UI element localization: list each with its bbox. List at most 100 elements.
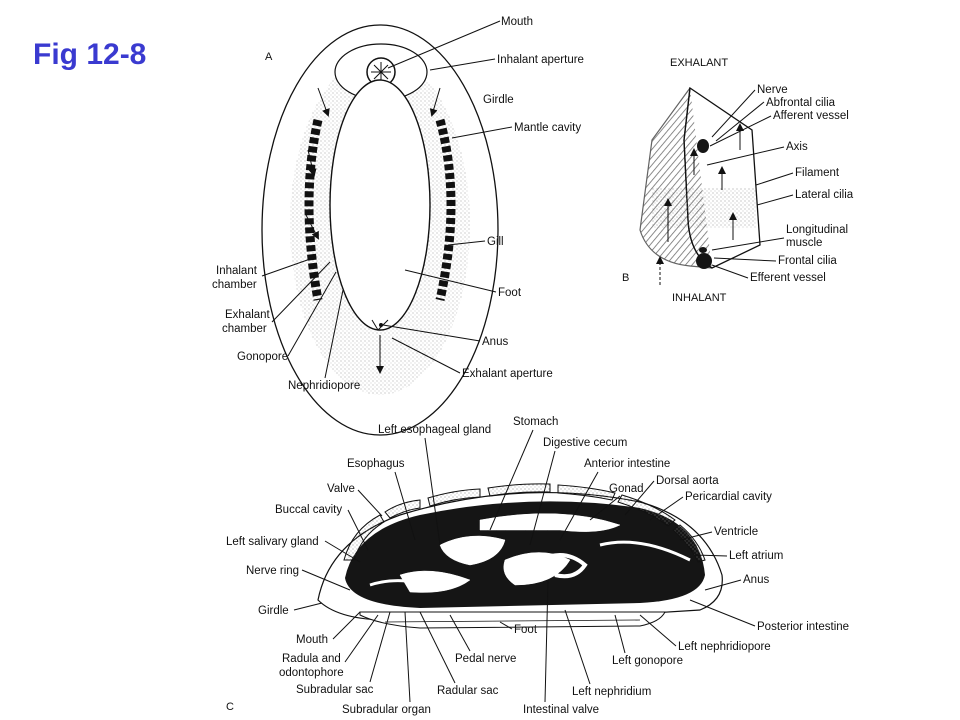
label-gill: Gill <box>487 236 504 248</box>
label-mouth-c: Mouth <box>296 634 328 646</box>
label-radular-sac: Radular sac <box>437 685 499 697</box>
label-longitudinal-2: muscle <box>786 237 822 249</box>
label-afferent-vessel: Afferent vessel <box>773 110 849 122</box>
label-valve: Valve <box>327 483 355 495</box>
leader-nerve-ring <box>301 569 351 591</box>
leader-afferent-vessel <box>709 115 772 147</box>
leader-anus-a <box>382 324 481 342</box>
leader-ventricle <box>679 531 713 541</box>
leader-intestinal-valve <box>544 579 549 703</box>
label-left-atrium: Left atrium <box>729 550 783 562</box>
label-posterior-intestine: Posterior intestine <box>757 621 849 633</box>
leader-exhalant-aperture <box>391 337 461 374</box>
label-radula-1: Radula and <box>282 653 341 665</box>
label-buccal-cavity: Buccal cavity <box>275 504 342 516</box>
leader-dorsal-aorta <box>624 480 655 516</box>
label-abfrontal-cilia: Abfrontal cilia <box>766 97 836 109</box>
leader-gonopore-a <box>287 271 337 357</box>
panel-b-labels: Nerve Abfrontal cilia Afferent vessel Ax… <box>706 84 854 284</box>
leader-inhalant-aperture <box>429 58 496 71</box>
panel-a-labels: Mouth Inhalant aperture Girdle Mantle ca… <box>212 16 584 392</box>
label-radula-2: odontophore <box>279 667 344 679</box>
leader-inhalant-chamber <box>261 257 314 277</box>
leader-esophagus <box>394 471 416 541</box>
label-exhalant-chamber-2: chamber <box>222 323 267 335</box>
label-left-nephridiopore: Left nephridiopore <box>678 641 771 653</box>
label-nerve: Nerve <box>757 84 788 96</box>
leader-efferent-vessel <box>711 264 749 279</box>
panel-b-top: EXHALANT <box>670 57 728 69</box>
label-left-nephridium: Left nephridium <box>572 686 651 698</box>
leader-subradular-sac <box>369 611 391 683</box>
leader-posterior-intestine <box>689 599 756 627</box>
label-girdle-a: Girdle <box>483 94 514 106</box>
label-left-gonopore: Left gonopore <box>612 655 683 667</box>
leader-left-salivary-gland <box>324 540 361 563</box>
label-foot-a: Foot <box>498 287 522 299</box>
label-subradular-sac: Subradular sac <box>296 684 374 696</box>
leader-mouth-c <box>332 611 361 640</box>
label-inhalant-chamber-1: Inhalant <box>216 265 258 277</box>
leader-anus-c <box>704 579 742 591</box>
label-subradular-organ: Subradular organ <box>342 704 431 716</box>
leader-radula <box>344 614 379 663</box>
leader-pedal-nerve <box>449 614 471 652</box>
leader-anterior-intestine <box>559 471 599 541</box>
label-inhalant-chamber-2: chamber <box>212 279 257 291</box>
leader-gonad <box>589 495 621 521</box>
label-axis: Axis <box>786 141 808 153</box>
label-mouth: Mouth <box>501 16 533 28</box>
label-longitudinal-1: Longitudinal <box>786 224 848 236</box>
leader-abfrontal-cilia <box>715 101 765 142</box>
leader-left-gonopore <box>614 614 626 654</box>
leader-pericardial-cavity <box>649 496 684 521</box>
label-foot-c: Foot <box>514 624 538 636</box>
label-anterior-intestine: Anterior intestine <box>584 458 670 470</box>
label-intestinal-valve: Intestinal valve <box>523 704 599 716</box>
label-anus-a: Anus <box>482 336 508 348</box>
leader-girdle-c <box>293 602 323 611</box>
panel-b-letter: B <box>622 272 629 284</box>
leader-foot-c <box>499 621 513 630</box>
label-pedal-nerve: Pedal nerve <box>455 653 516 665</box>
figure-title: Fig 12-8 <box>33 38 147 71</box>
label-stomach: Stomach <box>513 416 558 428</box>
label-ventricle: Ventricle <box>714 526 758 538</box>
leader-frontal-cilia <box>713 257 777 262</box>
leader-digestive-cecum <box>529 450 556 546</box>
label-gonad: Gonad <box>609 483 644 495</box>
panel-a-drawing <box>261 24 499 436</box>
leader-nerve <box>711 89 756 138</box>
leader-lateral-cilia <box>756 194 794 206</box>
leader-mantle-cavity <box>451 126 513 139</box>
label-exhalant-aperture: Exhalant aperture <box>462 368 553 380</box>
leader-exhalant-chamber <box>271 261 331 323</box>
leader-left-nephridium <box>564 609 591 685</box>
label-gonopore-a: Gonopore <box>237 351 288 363</box>
leader-valve <box>357 489 383 517</box>
label-left-esophageal-gland: Left esophageal gland <box>378 424 491 436</box>
label-left-salivary-gland: Left salivary gland <box>226 536 319 548</box>
label-exhalant-chamber-1: Exhalant <box>225 309 271 321</box>
label-mantle-cavity: Mantle cavity <box>514 122 581 134</box>
label-pericardial-cavity: Pericardial cavity <box>685 491 772 503</box>
label-girdle-c: Girdle <box>258 605 289 617</box>
label-digestive-cecum: Digestive cecum <box>543 437 627 449</box>
leader-foot-a <box>404 269 497 293</box>
leader-radular-sac <box>419 611 456 684</box>
label-nerve-ring: Nerve ring <box>246 565 299 577</box>
label-inhalant-aperture: Inhalant aperture <box>497 54 584 66</box>
panel-c-drawing <box>317 483 723 629</box>
leader-nephridiopore <box>324 289 344 379</box>
panel-b-drawing <box>639 86 761 285</box>
label-nephridiopore: Nephridiopore <box>288 380 360 392</box>
leader-longitudinal <box>711 237 785 251</box>
panel-b-bottom: INHALANT <box>672 292 727 304</box>
panel-c-letter: C <box>226 701 234 713</box>
label-frontal-cilia: Frontal cilia <box>778 255 837 267</box>
label-efferent-vessel: Efferent vessel <box>750 272 826 284</box>
leader-axis <box>706 146 785 166</box>
leader-subradular-organ <box>404 611 411 703</box>
leader-mouth <box>387 20 501 69</box>
